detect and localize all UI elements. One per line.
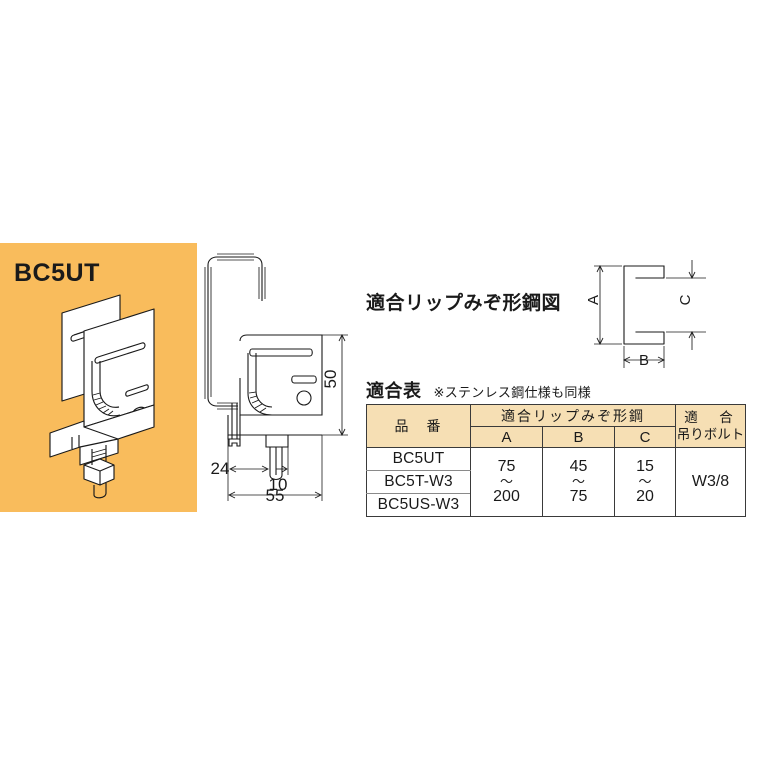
header-part-no: 品 番 bbox=[366, 404, 471, 448]
range-c-min: 15 bbox=[636, 457, 654, 475]
header-group-bolt-line1: 適 合 bbox=[684, 409, 737, 425]
channel-diagram-title: 適合リップみぞ形鋼図 bbox=[366, 293, 562, 314]
dimension-b-label: B bbox=[639, 352, 649, 369]
range-b-min: 45 bbox=[569, 457, 588, 475]
range-b-cell: 45 〜 75 bbox=[542, 447, 615, 517]
dimension-a: A bbox=[585, 265, 604, 345]
spec-table-container: 品 番 適合リップみぞ形鋼 適 合 吊りボルト A B C BC5UT bbox=[366, 404, 747, 517]
table-header-row-1: 品 番 適合リップみぞ形鋼 適 合 吊りボルト bbox=[366, 404, 747, 448]
dimension-b: B bbox=[623, 352, 665, 369]
dimension-24-label: 24 bbox=[211, 459, 230, 478]
elevation-dimension-drawing: 50 24 10 55 bbox=[204, 253, 348, 505]
range-a-sep: 〜 bbox=[499, 473, 513, 489]
range-a-max: 200 bbox=[493, 488, 520, 506]
header-group-bolt: 適 合 吊りボルト bbox=[675, 404, 747, 448]
spec-table: 品 番 適合リップみぞ形鋼 適 合 吊りボルト A B C BC5UT bbox=[366, 404, 747, 517]
header-group-bolt-line2: 吊りボルト bbox=[676, 427, 745, 442]
range-b-sep: 〜 bbox=[571, 473, 585, 489]
channel-section-outline bbox=[623, 265, 665, 345]
channel-steel-profile bbox=[204, 253, 266, 410]
product-panel: BC5UT bbox=[0, 243, 197, 512]
spec-table-heading-title: 適合表 bbox=[366, 381, 422, 401]
dimension-50-label: 50 bbox=[321, 370, 340, 389]
range-b-max: 75 bbox=[569, 488, 588, 506]
part-number-cell: BC5US-W3 bbox=[366, 493, 471, 517]
header-col-b: B bbox=[542, 426, 615, 448]
dimension-55-label: 55 bbox=[266, 486, 285, 505]
bolt-size-cell: W3/8 bbox=[675, 447, 747, 517]
range-c-cell: 15 〜 20 bbox=[613, 447, 677, 517]
dimension-10: 10 bbox=[269, 447, 289, 494]
table-row: BC5UT 75 〜 200 45 〜 75 15 〜 20 bbox=[366, 447, 747, 517]
spec-table-heading-note: ※ステンレス鋼仕様も同様 bbox=[433, 385, 591, 400]
range-a-cell: 75 〜 200 bbox=[470, 447, 543, 517]
table-row: BC5US-W3 bbox=[366, 493, 746, 517]
table-header-row-2: A B C bbox=[367, 426, 746, 448]
dimension-55: 55 bbox=[227, 435, 323, 505]
header-col-a: A bbox=[470, 426, 543, 448]
table-row: BC5T-W3 bbox=[366, 470, 746, 494]
dimension-50: 50 bbox=[321, 334, 348, 436]
dimension-a-label: A bbox=[585, 295, 602, 305]
dimension-24: 24 bbox=[211, 439, 271, 478]
clamp-bracket-elevation bbox=[227, 334, 323, 481]
part-number-cell: BC5UT bbox=[366, 447, 471, 471]
product-code-label: BC5UT bbox=[14, 259, 100, 287]
range-c-sep: 〜 bbox=[638, 473, 652, 489]
spec-table-heading: 適合表 ※ステンレス鋼仕様も同様 bbox=[366, 377, 591, 403]
part-number-cell: BC5T-W3 bbox=[366, 470, 471, 494]
header-group-channel: 適合リップみぞ形鋼 bbox=[469, 404, 677, 427]
dimension-c: C bbox=[677, 260, 696, 350]
dimension-10-label: 10 bbox=[269, 475, 288, 494]
dimension-c-label: C bbox=[677, 294, 694, 305]
header-col-c: C bbox=[613, 426, 677, 448]
range-c-max: 20 bbox=[636, 488, 654, 506]
range-a-min: 75 bbox=[497, 457, 516, 475]
beam-clamp-3d-illustration bbox=[49, 294, 155, 499]
channel-section-drawing: A B C bbox=[585, 260, 706, 369]
